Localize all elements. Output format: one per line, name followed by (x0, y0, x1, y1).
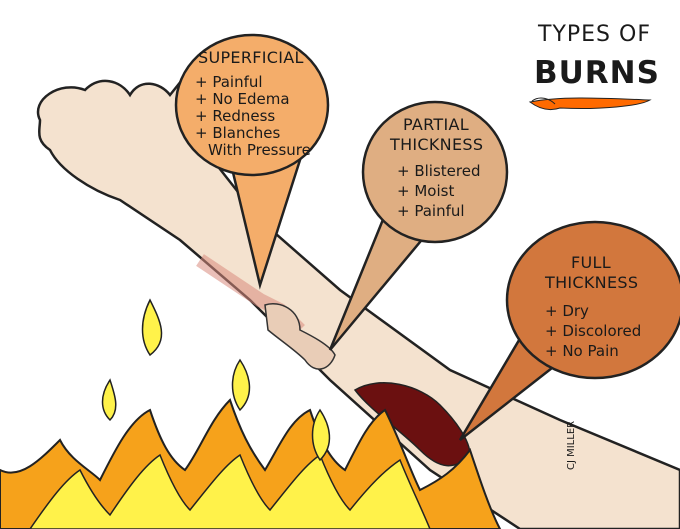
flames (0, 298, 502, 529)
flame-tongue-4 (101, 378, 117, 422)
full-bubble (505, 220, 680, 380)
full-title-2: THICKNESS (545, 273, 639, 292)
full-item: + Discolored (545, 322, 642, 340)
full-item: + Dry (545, 302, 589, 320)
full-item: + No Pain (545, 342, 619, 360)
flame-tongue-2 (231, 358, 251, 412)
partial-item: + Blistered (397, 162, 481, 180)
flame-tongue-3 (311, 408, 331, 462)
superficial-item: + Blanches (195, 124, 281, 142)
superficial-item: With Pressure (208, 141, 311, 159)
superficial-bubble (174, 33, 330, 177)
superficial-item: + Painful (195, 73, 263, 91)
flame-tongue-1 (141, 298, 163, 357)
partial-item: + Painful (397, 202, 465, 220)
title-line-2: BURNS (534, 55, 660, 91)
title-flame-icon (528, 97, 652, 111)
superficial-title: SUPERFICIAL (198, 48, 304, 67)
superficial-item: + Redness (195, 107, 276, 125)
partial-bubble (361, 100, 509, 244)
title-line-1: TYPES OF (538, 22, 651, 47)
partial-burn-blister (264, 303, 336, 370)
partial-item: + Moist (397, 182, 455, 200)
full-title: FULL (571, 253, 611, 272)
partial-title-2: THICKNESS (390, 135, 484, 154)
flame-inner (29, 453, 431, 529)
artist-signature: CJ MILLER (566, 420, 577, 470)
partial-title: PARTIAL (403, 115, 469, 134)
superficial-item: + No Edema (195, 90, 290, 108)
